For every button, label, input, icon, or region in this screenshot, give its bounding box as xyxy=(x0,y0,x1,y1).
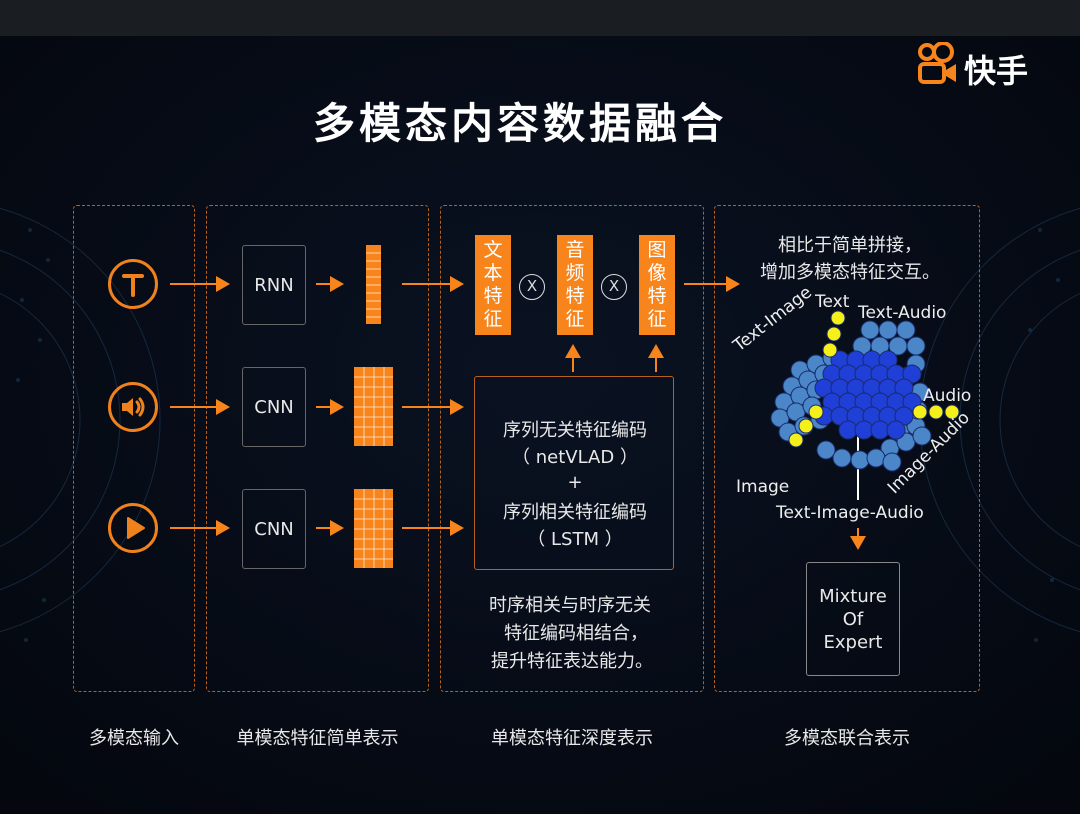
cluster-node-core xyxy=(886,420,906,440)
label-text: Text xyxy=(815,292,850,312)
logo-text: 快手 xyxy=(964,52,1029,90)
image-feature-box: 图 像 特 征 xyxy=(639,235,675,335)
kuaishou-logo: 快手 xyxy=(916,41,1046,92)
fusion-note-2: 增加多模态特征交互。 xyxy=(760,262,940,283)
cnn-video-encoder: CNN xyxy=(242,489,306,569)
axis-point xyxy=(830,310,846,326)
rnn-encoder: RNN xyxy=(242,245,306,325)
kuaishou-logo-icon xyxy=(918,41,956,84)
feature-char: 特 xyxy=(483,285,503,307)
label-audio: Audio xyxy=(923,386,972,406)
mixture-of-expert-box: Mixture Of Expert xyxy=(806,562,900,676)
feature-char: 特 xyxy=(647,285,667,307)
panel-input xyxy=(73,205,195,692)
axis-point xyxy=(944,404,960,420)
axis-point xyxy=(798,418,814,434)
cluster-node-light xyxy=(896,320,916,340)
feature-char: 征 xyxy=(647,308,667,330)
seq-line-5: （ LSTM ） xyxy=(527,529,623,550)
page-title: 多模态内容数据融合 xyxy=(312,99,727,148)
caption-simple-repr: 单模态特征简单表示 xyxy=(236,728,399,749)
feature-char: 频 xyxy=(565,262,585,284)
seq-line-4: 序列相关特征编码 xyxy=(503,502,647,523)
label-image: Image xyxy=(736,477,790,497)
video-feature-map xyxy=(354,489,393,568)
label-text-image-audio: Text-Image-Audio xyxy=(776,503,924,523)
cnn-audio-encoder: CNN xyxy=(242,367,306,447)
cluster-node-light xyxy=(882,452,902,472)
text-feature-box: 文 本 特 征 xyxy=(475,235,511,335)
axis-point xyxy=(822,342,838,358)
text-input-icon xyxy=(108,259,158,309)
axis-point xyxy=(912,404,928,420)
moe-line-3: Expert xyxy=(823,632,883,653)
feature-char: 征 xyxy=(565,308,585,330)
cluster-node-core xyxy=(870,420,890,440)
sequence-encoding-box: 序列无关特征编码 （ netVLAD ） + 序列相关特征编码 （ LSTM ） xyxy=(474,376,674,570)
feature-char: 特 xyxy=(565,285,585,307)
cluster-node-light xyxy=(912,426,932,446)
panel-simple-repr xyxy=(206,205,429,692)
axis-point xyxy=(826,326,842,342)
cluster-node-light xyxy=(866,448,886,468)
cluster-node-light xyxy=(816,440,836,460)
video-input-icon xyxy=(108,503,158,553)
feature-char: 像 xyxy=(647,262,667,284)
feature-char: 音 xyxy=(565,239,585,261)
moe-line-2: Of xyxy=(842,609,864,630)
axis-point xyxy=(928,404,944,420)
caption-joint-repr: 多模态联合表示 xyxy=(784,728,910,749)
temporal-note-2: 特征编码相结合， xyxy=(504,623,648,644)
feature-char: 本 xyxy=(483,262,503,284)
multiply-operator-2: X xyxy=(601,274,627,300)
multimodal-interaction-cluster xyxy=(770,310,960,472)
cluster-node-light xyxy=(850,450,870,470)
temporal-note-1: 时序相关与时序无关 xyxy=(489,595,651,616)
panel-deep-repr xyxy=(440,205,704,692)
audio-feature-box: 音 频 特 征 xyxy=(557,235,593,335)
panel-joint-repr xyxy=(714,205,980,692)
label-text-audio: Text-Audio xyxy=(858,303,947,323)
cluster-node-core xyxy=(854,420,874,440)
axis-point xyxy=(788,432,804,448)
seq-line-1: 序列无关特征编码 xyxy=(503,420,647,441)
feature-char: 征 xyxy=(483,308,503,330)
moe-line-1: Mixture xyxy=(819,586,887,607)
seq-line-2: （ netVLAD ） xyxy=(512,447,638,468)
multiply-operator-1: X xyxy=(519,274,545,300)
feature-char: 文 xyxy=(483,239,503,261)
fusion-note-1: 相比于简单拼接， xyxy=(778,235,922,256)
caption-deep-repr: 单模态特征深度表示 xyxy=(491,728,653,749)
cluster-node-core xyxy=(838,420,858,440)
audio-input-icon xyxy=(108,382,158,432)
seq-line-3: + xyxy=(567,472,583,493)
text-feature-vector xyxy=(366,245,381,324)
temporal-note-3: 提升特征表达能力。 xyxy=(491,651,653,672)
cluster-node-light xyxy=(878,320,898,340)
audio-feature-map xyxy=(354,367,393,446)
cluster-node-light xyxy=(906,336,926,356)
axis-point xyxy=(808,404,824,420)
cluster-node-light xyxy=(832,448,852,468)
feature-char: 图 xyxy=(647,239,667,261)
caption-input: 多模态输入 xyxy=(89,728,179,749)
cluster-node-light xyxy=(860,320,880,340)
